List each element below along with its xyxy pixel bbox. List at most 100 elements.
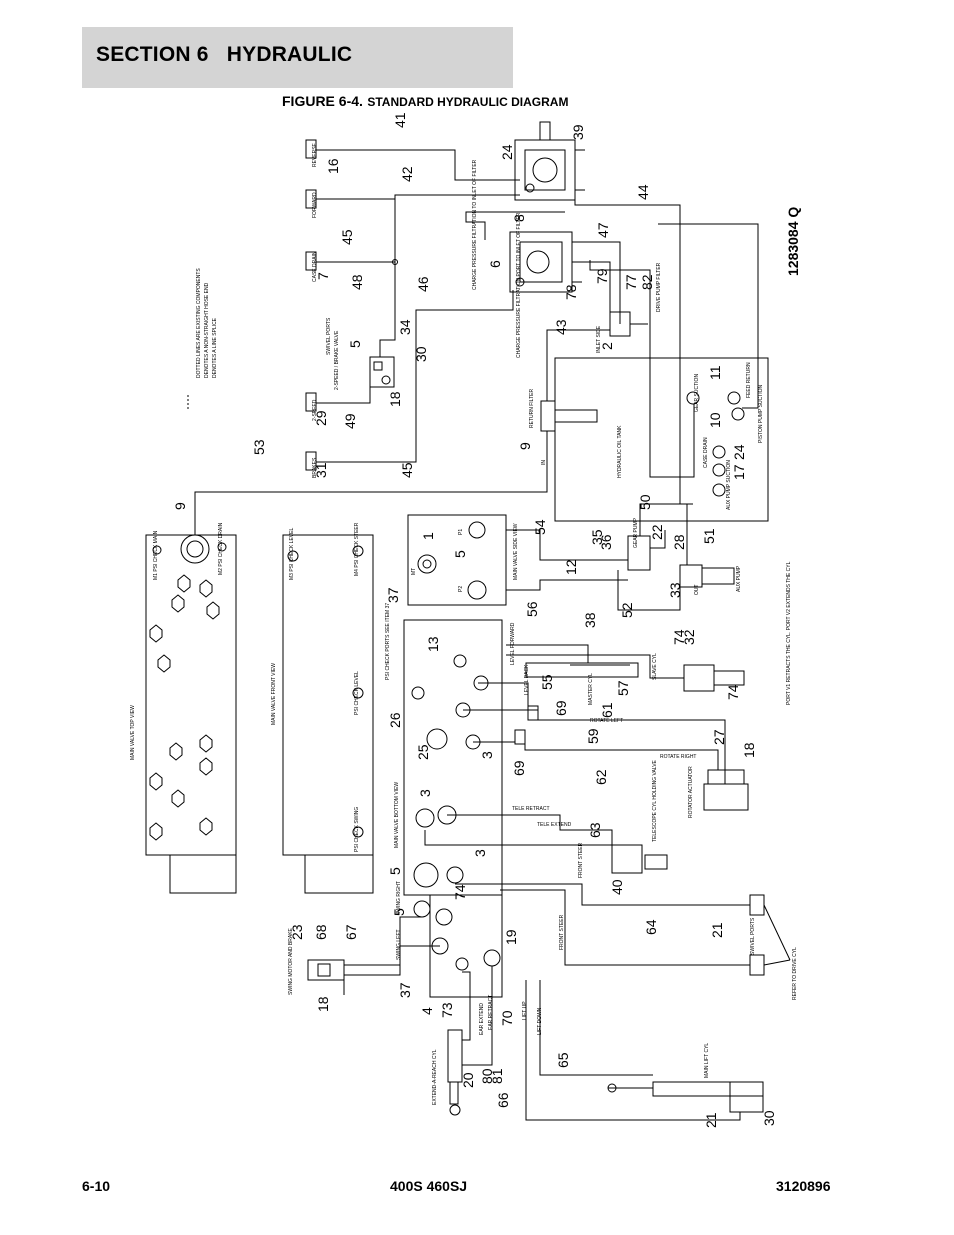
callout-32: 32 <box>681 629 697 645</box>
footer-page: 6-10 <box>82 1178 111 1194</box>
callout-6: 6 <box>487 260 503 268</box>
label-out: OUT <box>694 584 700 595</box>
label-charge-from: CHARGE PRESSURE FILTRATION PORT TO INLET… <box>516 212 522 358</box>
callout-29: 29 <box>313 410 329 426</box>
figure-title: STANDARD HYDRAULIC DIAGRAM <box>367 95 569 109</box>
section-title: SECTION 6 HYDRAULIC <box>96 43 353 66</box>
callout-81: 81 <box>489 1068 505 1084</box>
callout-40: 40 <box>609 879 625 895</box>
label-level-back: LEVEL BACK <box>524 664 530 695</box>
figure-number: FIGURE 6-4. <box>282 93 363 109</box>
label-ear-retract: EAR RETRACT <box>488 995 494 1030</box>
callout-51: 51 <box>701 528 717 544</box>
callout-39: 39 <box>570 124 586 140</box>
callout-3: 3 <box>472 849 488 857</box>
callout-44: 44 <box>635 184 651 200</box>
drawing-number: 1283084 Q <box>785 207 801 276</box>
label-gear-suction: GEAR SUCTION <box>694 374 700 412</box>
label-swing-right: SWING RIGHT <box>396 881 402 915</box>
callout-8: 8 <box>511 214 527 222</box>
callout-22: 22 <box>649 524 665 540</box>
callout-19: 19 <box>503 929 519 945</box>
callout-30: 30 <box>413 346 429 362</box>
callout-57: 57 <box>615 680 631 696</box>
callout-9: 9 <box>517 442 533 450</box>
port-forward: FORWARD <box>312 192 318 218</box>
callout-65: 65 <box>555 1052 571 1068</box>
callout-43: 43 <box>553 319 569 335</box>
label-slave-cyl: SLAVE CYL <box>652 653 658 680</box>
callout-25: 25 <box>415 744 431 760</box>
label-rotator-actuator: ROTATOR ACTUATOR <box>688 766 694 818</box>
callout-56: 56 <box>524 601 540 617</box>
callout-38: 38 <box>582 612 598 628</box>
label-rotate-right: ROTATE RIGHT <box>660 754 696 760</box>
label-brake-valve: 2-SPEED / BRAKE VALVE <box>334 330 340 390</box>
label-m5: PSI CHECK LEVEL <box>354 671 360 715</box>
callout-36: 36 <box>598 534 614 550</box>
callout-28: 28 <box>671 534 687 550</box>
footer-part: 3120896 <box>776 1178 831 1194</box>
label-rotate-left: ROTATE LEFT <box>590 718 623 724</box>
callout-63: 63 <box>587 822 603 838</box>
label-drive-pump-filter: DRIVE PUMP FILTER <box>656 262 662 312</box>
callout-18: 18 <box>315 996 331 1012</box>
label-front-steer: FRONT STEER <box>578 842 584 878</box>
label-m4: M4 PSI CHECK STEER <box>354 522 360 576</box>
callout-5: 5 <box>387 867 403 875</box>
callout-69: 69 <box>511 760 527 776</box>
label-case-drain-tank: CASE DRAIN <box>703 437 709 468</box>
callout-70: 70 <box>499 1010 515 1026</box>
label-telescope-cyl: TELESCOPE CYL HOLDING VALVE <box>652 759 658 842</box>
label-p2: P2 <box>458 586 464 592</box>
label-m2: M2 PSI CHECK DRAIN <box>218 522 224 575</box>
callout-66: 66 <box>495 1092 511 1108</box>
callout-82: 82 <box>639 274 655 290</box>
callout-41: 41 <box>392 112 408 128</box>
legend-dotted: DOTTED LINES ARE EXISTING COMPONENTS <box>196 268 202 378</box>
callout-74: 74 <box>725 684 741 700</box>
port-brakes: BRAKES <box>312 457 318 478</box>
callout-7: 7 <box>315 272 331 280</box>
callout-50: 50 <box>637 494 653 510</box>
callout-18: 18 <box>387 391 403 407</box>
label-to-drive: REFER TO DRIVE CYL <box>792 947 798 1000</box>
label-feed-return: FEED RETURN <box>746 362 752 398</box>
label-psi-check-ports: PSI CHECK PORTS SEE ITEM 37 <box>385 603 391 680</box>
callout-16: 16 <box>325 158 341 174</box>
label-extend-a-reach: EXTEND-A-REACH CYL <box>432 1049 438 1105</box>
callout-35: 35 <box>589 529 605 545</box>
label-m6: PSI CHECK SWING <box>354 807 360 852</box>
callout-3: 3 <box>417 789 433 797</box>
callout-17: 17 <box>731 464 747 480</box>
callout-11: 11 <box>707 365 723 380</box>
callout-37: 37 <box>385 587 401 603</box>
label-swivel-ports: SWIVEL PORTS <box>326 317 332 355</box>
callout-49: 49 <box>342 413 358 429</box>
callout-48: 48 <box>349 274 365 290</box>
label-p1: P1 <box>458 529 464 535</box>
label-aux-suction: AUX PUMP SUCTION <box>726 460 732 510</box>
callout-54: 54 <box>532 519 548 535</box>
callout-33: 33 <box>667 582 683 598</box>
callout-4: 4 <box>419 1007 435 1015</box>
callout-10: 10 <box>707 412 723 428</box>
label-oil-tank: HYDRAULIC OIL TANK <box>617 425 623 478</box>
port-two-speed: 2-SPEED <box>312 399 318 421</box>
label-swivel-ports-2: SWIVEL PORTS <box>750 917 756 955</box>
label-master-cyl: MASTER CYL <box>588 673 594 705</box>
callout-37: 37 <box>397 982 413 998</box>
callout-27: 27 <box>711 729 727 745</box>
label-front-steer-2: FRONT STEER <box>559 914 565 950</box>
callout-52: 52 <box>619 602 635 618</box>
label-gear-pump: GEAR PUMP <box>633 517 639 548</box>
label-inlet-side: INLET SIDE <box>596 325 602 353</box>
figure-caption: FIGURE 6-4. STANDARD HYDRAULIC DIAGRAM <box>282 93 568 111</box>
callout-13: 13 <box>425 636 441 652</box>
label-charge-filter: CHARGE PRESSURE FILTRATION TO INLET OF F… <box>472 159 478 290</box>
callout-46: 46 <box>415 276 431 292</box>
callout-74: 74 <box>452 884 468 900</box>
label-steer-note: PORT V1 RETRACTS THE CYL. PORT V2 EXTEND… <box>786 561 792 705</box>
